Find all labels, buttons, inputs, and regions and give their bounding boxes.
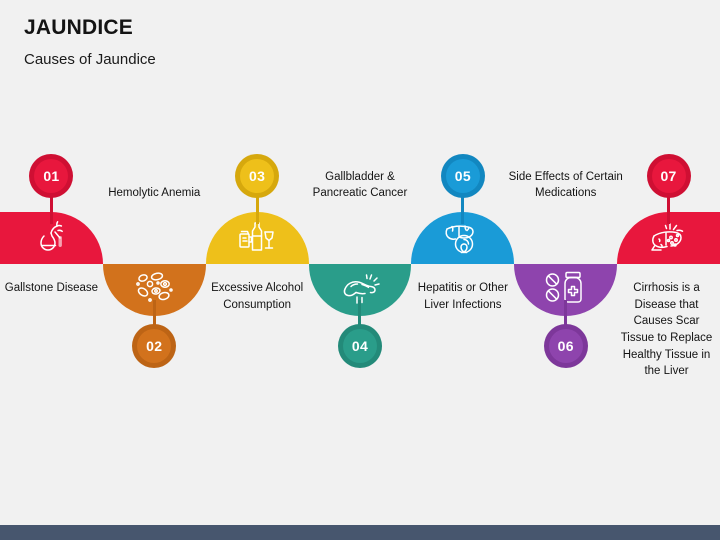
pills-bottle-icon (543, 269, 589, 307)
cause-label-07: Cirrhosis is a Disease that Causes Scar … (620, 282, 713, 378)
cause-segment-06[interactable]: 06 Side Effects of Certain Medications (509, 0, 623, 540)
step-number-04: 04 (342, 329, 377, 363)
connector-stem-03 (255, 190, 259, 224)
page-title: JAUNDICE (24, 16, 133, 39)
connector-stem-07 (667, 190, 671, 224)
cause-label-02: Hemolytic Anemia (108, 187, 201, 200)
connector-stem-05 (461, 190, 465, 224)
cause-segment-02[interactable]: 02 Hemolytic Anemia (102, 0, 206, 540)
cirrhosis-liver-icon (646, 219, 692, 257)
step-badge-07[interactable]: 07 (646, 154, 691, 198)
cause-label-05: Hepatitis or Other Liver Infections (417, 282, 508, 311)
connector-stem-01 (49, 190, 53, 224)
step-number-03: 03 (240, 159, 275, 193)
step-badge-02[interactable]: 02 (132, 324, 177, 368)
step-badge-03[interactable]: 03 (235, 154, 280, 198)
step-number-02: 02 (137, 329, 172, 363)
blood-cells-icon (131, 269, 177, 307)
connector-stem-04 (358, 300, 362, 330)
step-number-07: 07 (651, 159, 686, 193)
pancreas-icon (337, 269, 383, 307)
cause-label-03: Excessive Alcohol Consumption (211, 282, 304, 311)
step-number-06: 06 (548, 329, 583, 363)
page-subtitle: Causes of Jaundice (24, 51, 156, 69)
cause-label-06: Side Effects of Certain Medications (508, 170, 623, 200)
alcohol-bottle-glass-icon (234, 219, 280, 257)
step-badge-05[interactable]: 05 (440, 154, 485, 198)
cause-segment-04[interactable]: 04 Gallbladder & Pancreatic Cancer (308, 0, 412, 540)
step-badge-04[interactable]: 04 (337, 324, 382, 368)
connector-stem-02 (152, 300, 156, 330)
slide-header: JAUNDICE Causes of Jaundice (24, 16, 156, 69)
cause-label-04: Gallbladder & Pancreatic Cancer (312, 170, 408, 200)
step-badge-06[interactable]: 06 (543, 324, 588, 368)
step-number-05: 05 (445, 159, 480, 193)
gallbladder-icon (28, 219, 74, 257)
footer-bar (0, 525, 720, 540)
liver-virus-icon (440, 219, 486, 257)
step-number-01: 01 (34, 159, 69, 193)
connector-stem-06 (564, 300, 568, 330)
step-badge-01[interactable]: 01 (29, 154, 74, 198)
cause-label-01: Gallstone Disease (4, 282, 99, 294)
